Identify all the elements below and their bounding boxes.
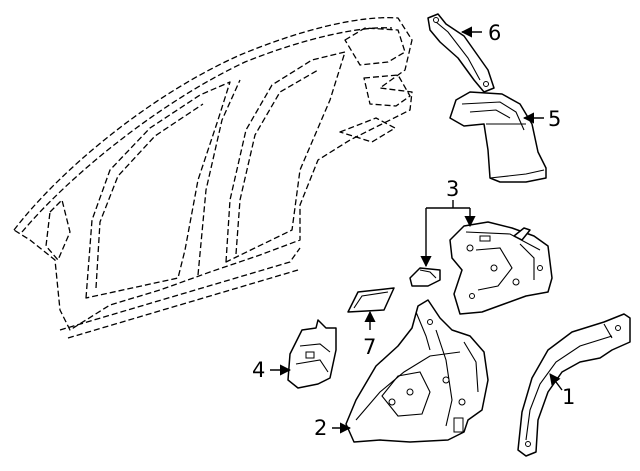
callout-7: 7 xyxy=(363,335,376,359)
part-5-wheelhouse-extension xyxy=(449,91,547,183)
body-side-outer-panel-ghost xyxy=(13,16,413,339)
part-3-inner-panel xyxy=(449,221,553,315)
part-1-wheel-arch xyxy=(517,313,631,457)
part-7-patch-plate xyxy=(347,287,395,313)
part-2-wheelhouse-inner xyxy=(345,299,489,443)
part-3-small-bracket xyxy=(409,267,441,287)
part-4-reinforcement xyxy=(287,319,337,389)
callout-3: 3 xyxy=(446,177,459,201)
callout-6: 6 xyxy=(488,21,501,45)
leader-3 xyxy=(420,200,476,268)
leader-1 xyxy=(549,373,563,391)
callout-5: 5 xyxy=(548,107,561,131)
callout-1: 1 xyxy=(562,385,575,409)
part-6-upper-bracket xyxy=(427,13,495,93)
callout-2: 2 xyxy=(314,416,327,440)
callout-4: 4 xyxy=(252,358,265,382)
